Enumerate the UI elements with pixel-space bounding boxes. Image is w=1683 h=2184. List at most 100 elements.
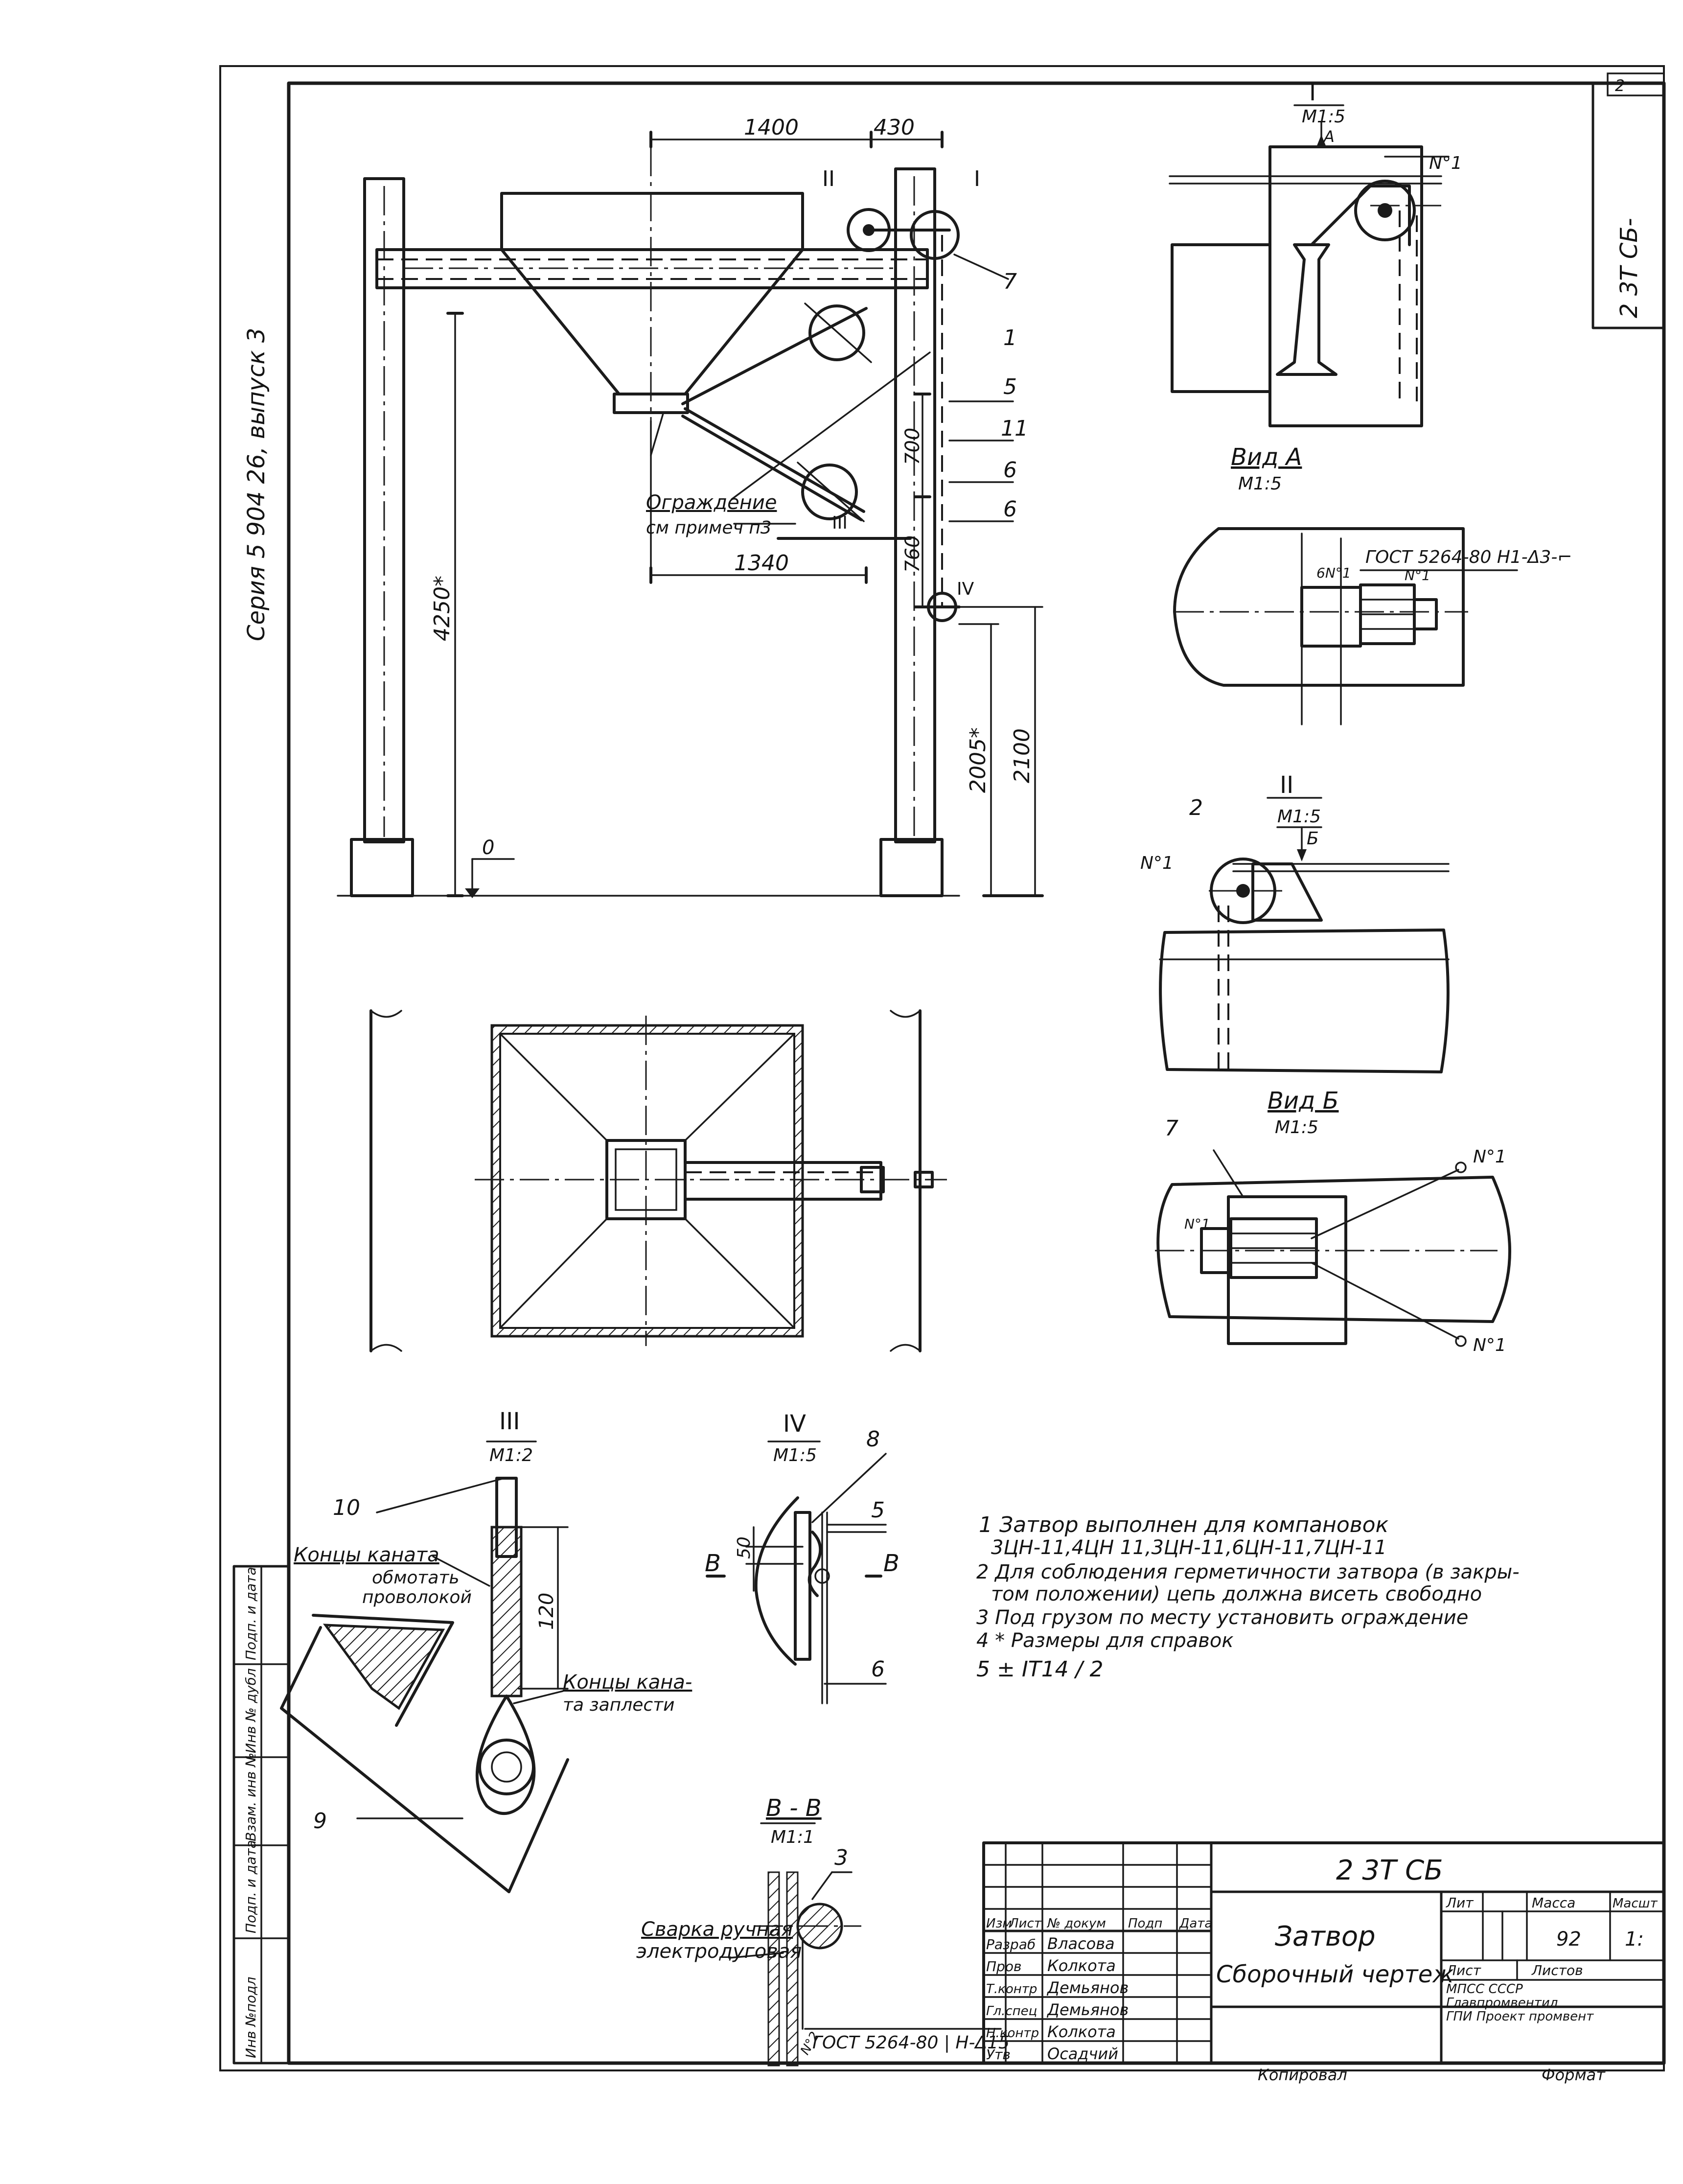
tb-org3: ГПИ Проект промвент	[1446, 2009, 1594, 2024]
view-A-callout-a: 6N°1	[1316, 565, 1351, 581]
view-A-title: Вид А	[1231, 443, 1302, 471]
tb-person-0: Власова	[1047, 1934, 1115, 1953]
detail-III	[280, 1441, 569, 1893]
section-BB-title: В - В	[766, 1794, 822, 1822]
detail-III-note2a: Концы кана-	[563, 1671, 692, 1694]
pos-11: 11	[1001, 416, 1028, 441]
tb-role-2: Т.контр	[986, 1982, 1037, 1997]
detail-IV-cut-right: В	[883, 1550, 899, 1577]
tb-h-3: Подп	[1128, 1916, 1162, 1931]
ref-III-main: III	[832, 513, 848, 533]
detail-II-scale: М1:5	[1277, 807, 1321, 827]
corner-mark: 2	[1615, 76, 1625, 95]
zero-mark: 0	[482, 836, 494, 859]
dim-1400: 1400	[744, 115, 799, 140]
detail-IV-scale: М1:5	[773, 1445, 817, 1465]
detail-III-scale: М1:2	[489, 1445, 533, 1465]
tb-role-1: Пров	[986, 1958, 1021, 1975]
section-BB-note-a: Сварка ручная	[641, 1918, 793, 1941]
pos-1: 1	[1003, 325, 1017, 350]
stamp-cell-2: Взам. инв №	[243, 1753, 259, 1841]
tb-role-5: Утв	[986, 2046, 1011, 2063]
dim-430: 430	[874, 115, 915, 140]
view-A-scale: М1:5	[1238, 474, 1282, 494]
tb-sheet-label: Лист	[1446, 1962, 1481, 1978]
tb-copied: Копировал	[1258, 2066, 1347, 2084]
detail-II-arrow: Б	[1307, 829, 1319, 849]
stamp-cell-4: Подп. и дата	[243, 1567, 259, 1660]
dim-760: 760	[901, 535, 924, 573]
section-BB-pos3: 3	[834, 1845, 848, 1870]
tb-h-1: Лист	[1009, 1916, 1042, 1931]
tb-h-4: Дата	[1179, 1916, 1212, 1931]
ref-IV-main: IV	[957, 579, 974, 599]
section-BB-weld: ГОСТ 5264-80 | Н-Δ15	[812, 2033, 1010, 2053]
tb-format: Формат	[1542, 2066, 1606, 2084]
view-B	[1155, 1149, 1511, 1347]
main-view	[337, 131, 1044, 898]
tb-person-5: Осадчий	[1047, 2045, 1118, 2063]
detail-II-callout: N°1	[1140, 853, 1174, 873]
tb-mass: 92	[1556, 1928, 1581, 1951]
pos-5: 5	[1003, 374, 1017, 399]
series-label: Серия 5 904 26, выпуск 3	[243, 328, 270, 641]
detail-I-scale: М1:5	[1302, 107, 1345, 127]
tb-scale-label: Масшт	[1613, 1896, 1658, 1911]
detail-IV-title: IV	[783, 1410, 806, 1438]
tb-h-0: Изм	[986, 1916, 1012, 1931]
view-B-pos: 7	[1165, 1116, 1178, 1141]
detail-III-dim120: 120	[535, 1593, 558, 1630]
tb-name: Затвор	[1275, 1921, 1376, 1952]
view-B-callout-bottom: N°1	[1473, 1335, 1506, 1355]
ref-II-main: II	[822, 166, 835, 191]
view-A-callout-b: N°1	[1405, 567, 1430, 583]
note-line-0: 1 Затвор выполнен для компановок	[979, 1512, 1389, 1537]
tb-lit-label: Лит	[1446, 1895, 1474, 1911]
dim-2100: 2100	[1010, 728, 1035, 783]
detail-IV-pos6: 6	[871, 1657, 885, 1682]
note-line-6: 5 ± IT14 / 2	[976, 1657, 1103, 1682]
note-line-5: 4 * Размеры для справок	[976, 1629, 1234, 1652]
dim-2005: 2005*	[966, 727, 991, 793]
tb-person-1: Колкота	[1047, 1956, 1116, 1975]
dim-4250: 4250*	[430, 576, 455, 641]
tb-role-0: Разраб	[986, 1936, 1036, 1952]
pos-7: 7	[1003, 269, 1017, 294]
detail-I-title: I	[1309, 79, 1316, 106]
ref-I-main: I	[974, 166, 980, 191]
tb-mass-label: Масса	[1532, 1895, 1575, 1911]
detail-IV-cut-left: В	[705, 1550, 721, 1577]
tb-org1: МПСС СССР	[1446, 1982, 1523, 1997]
view-B-callout-top: N°1	[1473, 1147, 1506, 1167]
tb-person-4: Колкота	[1047, 2022, 1116, 2041]
detail-I-callout: N°1	[1429, 153, 1462, 173]
stamp-cell-0: Инв №подл	[243, 1976, 259, 2058]
detail-III-pos10: 10	[333, 1495, 360, 1520]
stamp-cell-3: Инв № дубл	[243, 1668, 259, 1753]
tb-code: 2 3Т СБ	[1336, 1855, 1443, 1886]
view-A	[1173, 527, 1518, 725]
plan-view	[369, 1009, 947, 1352]
view-B-scale: М1:5	[1275, 1117, 1318, 1138]
tb-h-2: № докум	[1046, 1916, 1106, 1931]
tb-doctype: Сборочный чертеж	[1216, 1961, 1454, 1988]
detail-I-arrow: А	[1323, 127, 1335, 146]
section-BB-scale: М1:1	[771, 1827, 814, 1847]
tb-role-3: Гл.спец	[986, 2004, 1037, 2019]
note-line-3: том положении) цепь должна висеть свобод…	[991, 1583, 1482, 1605]
tb-sheets-label: Листов	[1531, 1962, 1583, 1978]
detail-IV	[706, 1441, 887, 1704]
pos-6a: 6	[1003, 458, 1017, 483]
tb-role-4: Н.контр	[986, 2026, 1039, 2041]
pos-6b: 6	[1003, 497, 1017, 522]
sheet-frame	[219, 65, 1666, 2071]
dim-1340: 1340	[734, 551, 789, 576]
corner-code: 2 3Т СБ-	[1615, 218, 1643, 318]
view-A-weld: ГОСТ 5264-80 Н1-Δ3-⌐	[1365, 547, 1572, 567]
detail-IV-pos8: 8	[866, 1427, 880, 1452]
section-BB-note-b: электродуговая	[636, 1940, 802, 1963]
note-line-2: 2 Для соблюдения герметичности затвора (…	[976, 1561, 1520, 1583]
view-B-title: Вид Б	[1268, 1087, 1339, 1115]
tb-org2: Главпромвентил	[1446, 1996, 1558, 2010]
